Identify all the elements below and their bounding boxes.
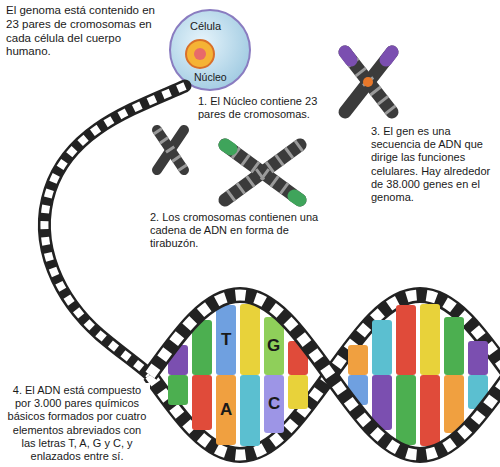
base-letter: G	[267, 336, 280, 356]
base-letter: A	[220, 400, 232, 420]
base-block	[240, 375, 260, 446]
base-block	[396, 375, 416, 445]
chromosome-tip	[386, 52, 392, 60]
callout-text: 3. El gen es una secuencia de ADN que di…	[369, 124, 497, 205]
base-block	[240, 304, 260, 375]
base-block	[396, 305, 416, 375]
chromosome-tip	[225, 145, 231, 149]
dna-strand	[150, 295, 500, 455]
base-block	[444, 375, 464, 433]
base-block	[216, 375, 236, 445]
chromosome-tip	[294, 196, 300, 200]
chromosome-bands	[225, 145, 300, 200]
base-block	[420, 304, 440, 375]
chromosome-bands	[345, 52, 392, 112]
chromosome-arm	[225, 145, 300, 200]
chromosome-arm	[345, 52, 392, 112]
base-letter: C	[268, 394, 280, 414]
cell-shape	[170, 10, 250, 90]
base-block	[420, 375, 440, 446]
part-label: Célula	[190, 20, 221, 33]
base-block	[348, 345, 368, 375]
intro-heading: El genoma está contenido en 23 pares de …	[6, 4, 166, 59]
part-label: Núcleo	[194, 71, 227, 84]
dna-strand	[150, 295, 500, 455]
chromosome-tip	[345, 52, 351, 60]
base-block	[372, 320, 392, 375]
base-block	[288, 375, 308, 409]
base-block	[264, 317, 284, 375]
nucleus-shape	[186, 40, 214, 68]
base-block	[168, 375, 188, 405]
dna-strand-stripes	[150, 295, 500, 455]
callout-text: 4. El ADN está compuesto por 3.000 pares…	[4, 383, 150, 464]
chromosome-arm	[345, 52, 392, 112]
chromosome-arm	[157, 130, 184, 170]
chromosome-arm	[225, 145, 300, 200]
base-block	[444, 317, 464, 375]
chromosome-arm	[157, 130, 184, 170]
base-letter: T	[221, 330, 231, 350]
base-block	[264, 375, 284, 433]
callout-text: 2. Los cromosomas contienen una cadena d…	[148, 210, 332, 252]
chromosome-bands	[157, 130, 184, 170]
gene-marker	[363, 77, 373, 87]
base-block	[468, 341, 488, 375]
base-block	[216, 305, 236, 375]
nucleolus-shape	[194, 48, 206, 60]
base-block	[192, 375, 212, 430]
dna-strand-stripes	[150, 295, 500, 455]
chromosome-bands	[225, 145, 300, 200]
callout-text: 1. El Núcleo contiene 23 pares de cromos…	[196, 94, 330, 122]
